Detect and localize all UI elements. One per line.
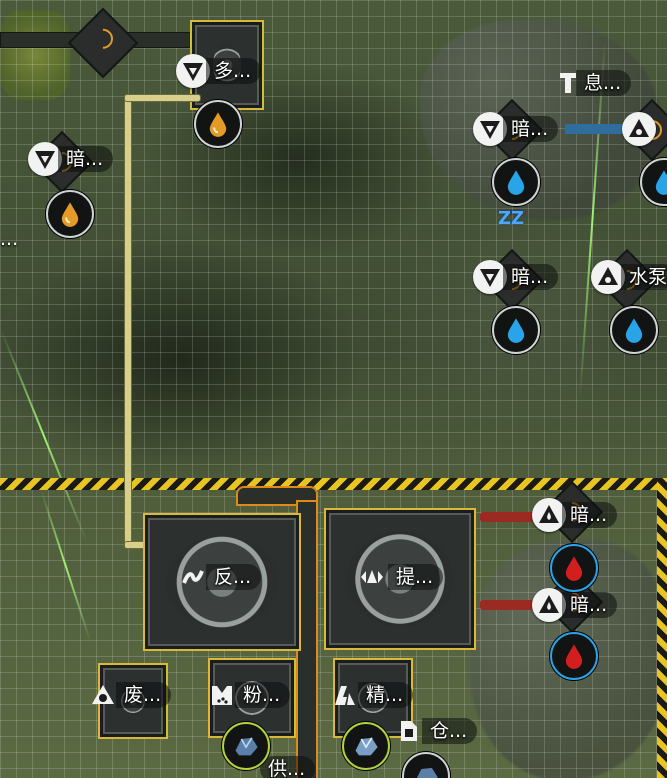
- red-fluid-line: [480, 600, 540, 610]
- red-drop-icon: [565, 556, 583, 581]
- water-resource-bubble[interactable]: [610, 306, 658, 354]
- label-text: 多...: [214, 59, 252, 82]
- water-resource-bubble[interactable]: [492, 306, 540, 354]
- blue-drop-icon: [507, 318, 525, 343]
- sleep-text: ZZ: [498, 208, 525, 229]
- ore-resource-bubble[interactable]: [222, 722, 270, 770]
- label-text: 仓...: [430, 719, 468, 742]
- oil-resource-bubble[interactable]: [46, 190, 94, 238]
- label-text: 暗...: [511, 265, 549, 288]
- dark-filter-icon: [28, 142, 62, 176]
- label-right-node-middle[interactable]: 暗...: [473, 260, 559, 294]
- label-text: 暗...: [570, 503, 608, 526]
- red-fluid-bubble[interactable]: [550, 544, 598, 592]
- grass-patch: [0, 10, 70, 100]
- label-right-edge-node[interactable]: [622, 112, 656, 146]
- red-drop-icon: [565, 644, 583, 669]
- ore-resource-bubble[interactable]: [402, 752, 450, 778]
- label-right-node-top[interactable]: 暗...: [473, 112, 559, 146]
- laser-beam: [40, 489, 92, 643]
- label-water-pump[interactable]: 水泵: [591, 260, 667, 294]
- storage-icon: [392, 714, 426, 748]
- oil-resource-bubble[interactable]: [194, 100, 242, 148]
- label-text: 提...: [396, 565, 434, 588]
- label-text: 暗...: [570, 593, 608, 616]
- label-red-node-1[interactable]: 暗...: [532, 498, 618, 532]
- label-text: 供...: [268, 757, 306, 778]
- label-red-node-2[interactable]: 暗...: [532, 588, 618, 622]
- amber-drop-icon: [61, 202, 79, 227]
- triangle-drop-icon: [622, 112, 656, 146]
- amber-drop-icon: [209, 112, 227, 137]
- label-info[interactable]: 息...: [556, 66, 632, 100]
- label-extractor[interactable]: 提...: [352, 560, 444, 594]
- label-multi-machine[interactable]: 多...: [176, 54, 262, 88]
- water-resource-bubble[interactable]: [492, 158, 540, 206]
- sleep-icon: ZZ: [498, 210, 524, 228]
- blue-drop-icon: [507, 170, 525, 195]
- triangle-drop-icon: [532, 498, 566, 532]
- label-text: 废...: [124, 683, 162, 706]
- label-left-node[interactable]: 暗...: [28, 142, 114, 176]
- triangle-drop-icon: [591, 260, 625, 294]
- red-fluid-bubble[interactable]: [550, 632, 598, 680]
- label-waste[interactable]: 废...: [86, 678, 172, 712]
- reactor-icon: [176, 560, 210, 594]
- label-text: 反...: [214, 565, 252, 588]
- fluid-pipe[interactable]: [125, 542, 155, 548]
- triangle-drop-icon: [532, 588, 566, 622]
- dark-filter-icon: [176, 54, 210, 88]
- label-text: 水泵: [629, 265, 667, 288]
- label-text: 精...: [366, 683, 404, 706]
- label-supply[interactable]: 供...: [260, 752, 316, 778]
- label-text: ...: [0, 227, 19, 250]
- info-icon: [556, 66, 580, 100]
- dark-filter-icon: [473, 260, 507, 294]
- label-storage[interactable]: 仓...: [392, 714, 478, 748]
- hazard-border: [657, 478, 667, 778]
- waste-icon: [86, 678, 120, 712]
- laser-beam: [0, 329, 89, 544]
- extractor-icon: [352, 560, 392, 594]
- water-line: [565, 124, 635, 134]
- label-text: 粉...: [243, 683, 281, 706]
- label-refine[interactable]: 精...: [328, 678, 414, 712]
- red-fluid-line: [480, 512, 540, 522]
- label-reactor[interactable]: 反...: [176, 560, 262, 594]
- fluid-pipe[interactable]: [125, 95, 131, 545]
- label-powder[interactable]: 粉...: [205, 678, 291, 712]
- ore-icon: [416, 767, 438, 778]
- ore-icon: [235, 737, 258, 756]
- ore-icon: [355, 737, 378, 756]
- conveyor-belt[interactable]: [296, 500, 318, 778]
- dark-filter-icon: [473, 112, 507, 146]
- blue-drop-icon: [655, 170, 667, 195]
- label-text: 暗...: [511, 117, 549, 140]
- label-offscreen: ...: [0, 222, 18, 256]
- pipe-junction[interactable]: [67, 7, 139, 79]
- hazard-border: [0, 478, 667, 490]
- powder-icon: [205, 678, 239, 712]
- blue-drop-icon: [625, 318, 643, 343]
- label-text: 息...: [584, 71, 622, 94]
- refine-icon: [328, 678, 362, 712]
- label-text: 暗...: [66, 147, 104, 170]
- ore-resource-bubble[interactable]: [342, 722, 390, 770]
- fluid-pipe[interactable]: [125, 95, 200, 101]
